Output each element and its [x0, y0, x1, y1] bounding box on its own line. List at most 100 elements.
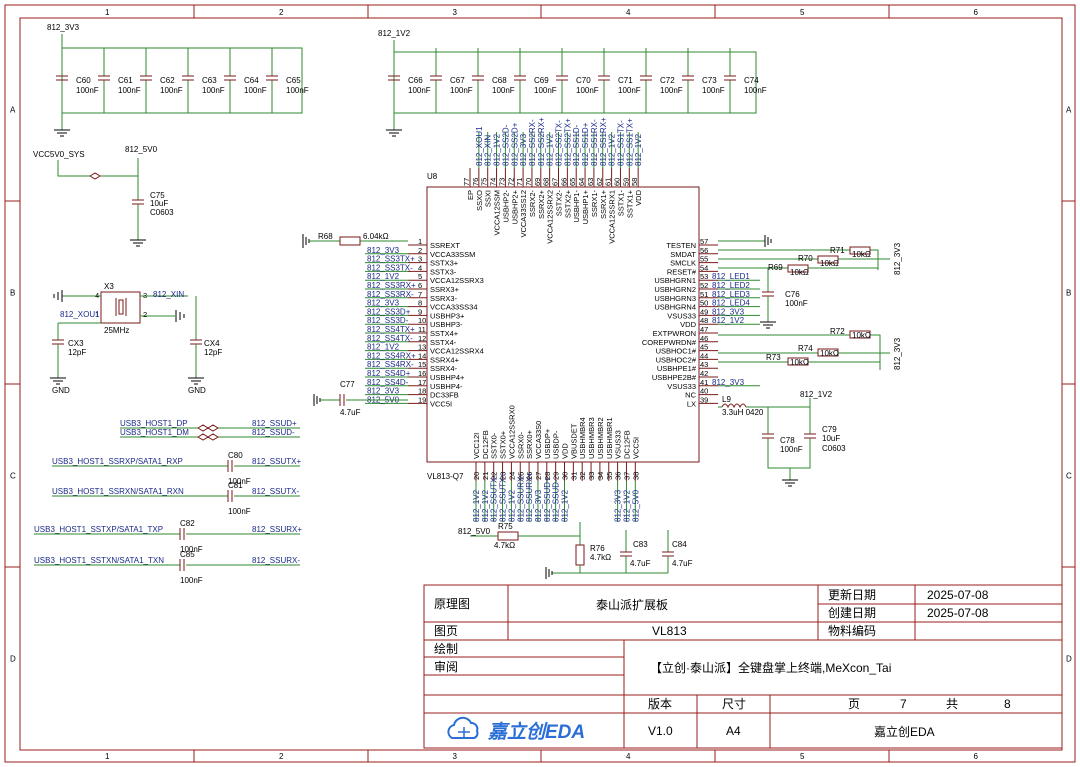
pin-number: 3 — [418, 255, 422, 264]
pin-number: 43 — [700, 360, 708, 369]
pin-name: USBHPE1# — [657, 364, 697, 373]
pin-net-label: 812_1V2 — [561, 489, 570, 522]
pin-net-label: 812_1V2 — [712, 316, 745, 325]
pin-net-label: 812_1V2 — [493, 133, 502, 166]
pin-name: SSRX0+ — [525, 429, 534, 459]
net-label-3v3-right-1: 812_3V3 — [893, 242, 902, 275]
pin-name: VCCA12SSRX2 — [546, 190, 555, 244]
usb-net-right: 812_SSURX- — [252, 556, 300, 565]
pin-number: 45 — [700, 343, 708, 352]
pin-name: VCCA33S0 — [534, 421, 543, 459]
l9-value: 3.3uH 0420 — [722, 408, 764, 417]
cap-value: 100nF — [534, 86, 557, 95]
pin-number: 41 — [700, 378, 708, 387]
tb-size: A4 — [726, 724, 741, 738]
pin-number: 10 — [418, 316, 426, 325]
pin-net-label: 812_3V3 — [712, 378, 745, 387]
pin-net-label: 812_SS1D+ — [581, 122, 590, 166]
usb-net-left: USB3_HOST1_DP — [120, 419, 188, 428]
cap-ref: C61 — [118, 76, 133, 85]
dc33fb-capacitor: C77 4.7uF — [313, 380, 408, 417]
pin-net-label: 812_1V2 — [546, 133, 555, 166]
usb-net-right: 812_SSUTX+ — [252, 457, 301, 466]
cap-ref: C72 — [660, 76, 675, 85]
usb-net-right: 812_SSUD- — [252, 428, 295, 437]
pin-number: 53 — [700, 272, 708, 281]
pin-number: 66 — [559, 178, 568, 186]
power-5v0-input: VCC5V0_SYS 812_5V0 C75 10uF C0603 — [33, 145, 174, 247]
pin-number: 4 — [418, 263, 422, 272]
pin-net-label: 812_SSUTX- — [490, 475, 499, 522]
pin-name: USBHGRN4 — [654, 303, 696, 312]
pin-number: 51 — [700, 290, 708, 299]
pin-name: SSRX2- — [528, 189, 537, 217]
pin-name: RESET# — [667, 267, 697, 276]
pin-name: USBHPE2B# — [652, 373, 697, 382]
c76-ref: C76 — [785, 290, 800, 299]
pin-name: USBHOC1# — [656, 347, 697, 356]
c75-value: 10uF — [150, 199, 168, 208]
pin-name: LX — [687, 399, 696, 408]
pin-number: 73 — [497, 178, 506, 186]
pin-name: SSRX0- — [516, 431, 525, 459]
pin-number: 57 — [700, 237, 708, 246]
pin-name: VBUSDET — [569, 423, 578, 459]
col-mark-top: 4 — [626, 8, 631, 17]
pin-net-label: 812_SSUTX+ — [499, 473, 508, 522]
usb-cap-ref: C80 — [228, 451, 243, 460]
tb-created-date: 2025-07-08 — [927, 606, 989, 620]
pin-net-label: 812_XIN — [484, 135, 493, 166]
col-mark-top: 3 — [453, 8, 458, 17]
usb-net-right: 812_SSUTX- — [252, 487, 299, 496]
c83-ref: C83 — [633, 540, 648, 549]
usb-cap-value: 100nF — [180, 576, 203, 585]
row-mark-left: B — [10, 289, 15, 298]
pin-net-label: 812_SS3D- — [367, 316, 409, 325]
gnd-label-1: GND — [52, 386, 70, 395]
tb-updated-date: 2025-07-08 — [927, 588, 989, 602]
pin-name: SSTX2- — [555, 190, 564, 217]
tb-page-label: 图页 — [434, 624, 458, 638]
r68-ref: R68 — [318, 232, 333, 241]
usb-net-left: USB3_HOST1_SSTXP/SATA1_TXP — [34, 525, 163, 534]
pin-name: VCC12I — [472, 433, 481, 459]
r75-ref: R75 — [498, 522, 513, 531]
usb-net-left: USB3_HOST1_DM — [120, 428, 189, 437]
pin-number: 69 — [533, 178, 542, 186]
pin-number: 20 — [472, 472, 481, 480]
net-label-vcc5v0-sys: VCC5V0_SYS — [33, 150, 85, 159]
pin-name: SSRX3+ — [430, 285, 460, 294]
pin-name: NC — [685, 391, 696, 400]
pin-number: 67 — [551, 178, 560, 186]
pin-number: 62 — [595, 178, 604, 186]
l9-ref: L9 — [722, 395, 731, 404]
pin-name: VCCA12SSM — [493, 190, 502, 235]
cap-ref: C74 — [744, 76, 759, 85]
cap-value: 100nF — [744, 86, 767, 95]
col-mark-bottom: 5 — [800, 752, 805, 761]
r76-ref: R76 — [590, 544, 605, 553]
usb-net-left: USB3_HOST1_SSRXN/SATA1_RXN — [52, 487, 184, 496]
cx3-value: 12pF — [68, 348, 86, 357]
pin-net-label: 812_3V3 — [712, 307, 745, 316]
pin-name: VSUS33 — [614, 430, 623, 459]
pin-number: 19 — [418, 395, 426, 404]
pin-number: 50 — [700, 299, 708, 308]
pin-number: 47 — [700, 325, 708, 334]
pin-name: USBHP2+ — [510, 189, 519, 224]
c83-value: 4.7uF — [630, 559, 651, 568]
tb-part-label: 物料编码 — [828, 623, 876, 638]
cap-ref: C69 — [534, 76, 549, 85]
pin-name: SSTX4+ — [430, 329, 459, 338]
pin-number: 13 — [418, 343, 426, 352]
cap-ref: C60 — [76, 76, 91, 85]
pin-name: SSTX2+ — [563, 189, 572, 218]
pin-name: SSRX2+ — [537, 189, 546, 219]
tb-project: 泰山派扩展板 — [596, 598, 668, 612]
pin-net-label: 812_LED2 — [712, 281, 750, 290]
cap-value: 100nF — [408, 86, 431, 95]
tb-size-label: 尺寸 — [722, 697, 746, 711]
cap-value: 100nF — [702, 86, 725, 95]
